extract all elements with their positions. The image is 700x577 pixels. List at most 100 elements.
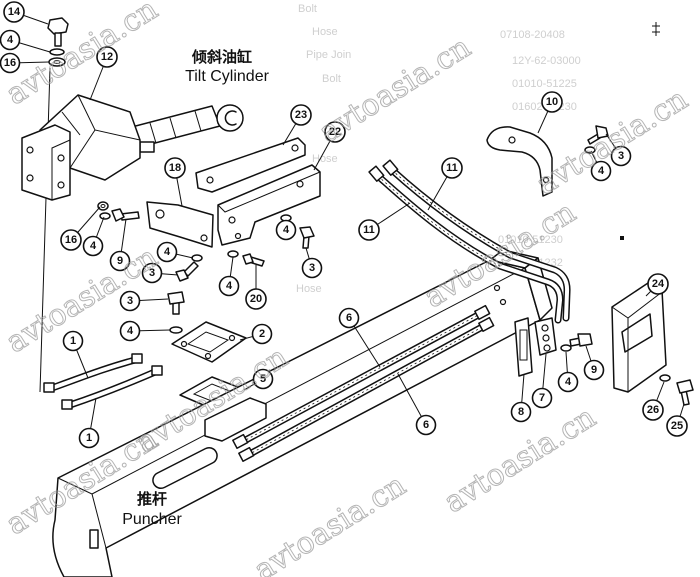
callout-circle — [610, 145, 632, 167]
callout-circle — [324, 121, 346, 143]
callout-circle — [642, 399, 664, 421]
callout-circle — [3, 1, 25, 23]
callout-number: 4 — [127, 325, 134, 337]
cover-24 — [611, 282, 667, 393]
bolt-head — [175, 269, 189, 282]
callout-circle — [275, 219, 297, 241]
callout-1: 1 — [62, 330, 89, 379]
callout-circle — [96, 46, 118, 68]
callout-circle — [60, 229, 82, 251]
callout-number: 1 — [86, 432, 92, 444]
callout-2: 2 — [239, 323, 273, 345]
bleed-text: Hose — [296, 283, 322, 295]
bracket-hole — [228, 216, 236, 224]
callout-11-upper: 11 — [427, 157, 463, 211]
callout-4: 4 — [557, 351, 579, 393]
bracket-plate — [217, 164, 321, 246]
hose-core — [50, 358, 137, 390]
callout-number: 25 — [671, 420, 683, 432]
hose-saddle-bracket — [204, 397, 267, 442]
flat-washer — [48, 57, 66, 67]
callout-circle — [78, 427, 100, 449]
hose-fitting — [232, 433, 249, 449]
bolt-head — [676, 379, 694, 394]
callout-3: 3 — [119, 290, 169, 312]
callout-number: 16 — [4, 57, 16, 69]
bleed-text: Bolt — [298, 3, 317, 15]
callout-6-upper: 6 — [338, 307, 381, 368]
callout-number: 18 — [169, 162, 181, 174]
bolt-head — [47, 17, 69, 35]
hose-fitting — [368, 165, 385, 182]
bracket-hole — [291, 144, 299, 152]
beam-oblong-slot — [152, 446, 218, 490]
hose-fitting — [131, 353, 143, 364]
bolt-3-washer-4-b — [280, 214, 315, 249]
callout-circle — [290, 104, 312, 126]
beam-hole — [499, 298, 507, 306]
plate-hole — [508, 136, 516, 144]
callout-circle — [251, 323, 273, 345]
bleed-through-text: Bolt Hose Pipe Join Bolt Hose Hose 07108… — [296, 3, 581, 295]
plate-hole — [228, 334, 236, 342]
callout-8: 8 — [510, 373, 532, 423]
callout-number: 8 — [518, 406, 524, 418]
callout-circle — [62, 330, 84, 352]
stray-mark — [652, 22, 660, 36]
callout-number: 10 — [546, 96, 558, 108]
hoses-11 — [368, 159, 571, 324]
beam-hole — [493, 284, 501, 292]
callout-1: 1 — [78, 397, 100, 449]
callout-number: 4 — [598, 165, 605, 177]
callout-circle — [666, 415, 688, 437]
washer — [584, 146, 596, 154]
callout-number: 7 — [539, 392, 545, 404]
curved-plate — [486, 126, 553, 197]
bracket-hole — [296, 180, 304, 188]
hoses-6 — [232, 304, 495, 462]
callout-circle — [531, 387, 553, 409]
callout-6-lower: 6 — [397, 373, 437, 436]
callout-number: 23 — [295, 109, 307, 121]
beam-slot — [89, 529, 99, 549]
callout-4: 4 — [156, 241, 194, 263]
callout-circle — [119, 290, 141, 312]
tilt-cylinder-label-cn: 倾斜油缸 — [191, 48, 252, 66]
callout-3: 3 — [141, 262, 179, 284]
callout-number: 6 — [346, 312, 352, 324]
callout-number: 1 — [70, 335, 76, 347]
hose-core — [68, 370, 157, 407]
hose-braid — [391, 169, 511, 256]
bleed-text: 01010-51230 — [498, 234, 563, 246]
callout-number: 14 — [8, 6, 21, 18]
callout-number: 3 — [149, 267, 155, 279]
bleed-text: 01010-51225 — [512, 78, 577, 90]
callout-16: 16 — [0, 52, 50, 74]
callout-4: 4 — [590, 150, 612, 182]
bolt-head — [111, 208, 125, 222]
callout-circle — [415, 414, 437, 436]
bolt-shank — [54, 32, 62, 47]
callout-number: 16 — [65, 234, 77, 246]
bolt-head — [577, 333, 593, 347]
plate-slot — [519, 329, 528, 361]
callout-number: 4 — [565, 376, 572, 388]
bolt-25 — [676, 379, 694, 406]
spring-washer — [99, 212, 111, 220]
callout-number: 12 — [101, 51, 113, 63]
callout-number: 11 — [363, 224, 375, 236]
callout-circle — [156, 241, 178, 263]
callout-circle — [141, 262, 163, 284]
bleed-text: Bolt — [322, 73, 341, 85]
mount-bracket-plate — [21, 124, 71, 201]
bolt-9-assembly — [97, 201, 140, 222]
callout-number: 9 — [117, 255, 123, 267]
callout-number: 3 — [618, 150, 624, 162]
washer-hole — [100, 204, 106, 208]
plate-hole — [200, 234, 208, 242]
bracket-hole — [234, 232, 242, 240]
callout-number: 11 — [446, 162, 458, 174]
stray-mark — [620, 236, 624, 240]
washer — [560, 344, 572, 352]
callout-12: 12 — [89, 46, 118, 101]
